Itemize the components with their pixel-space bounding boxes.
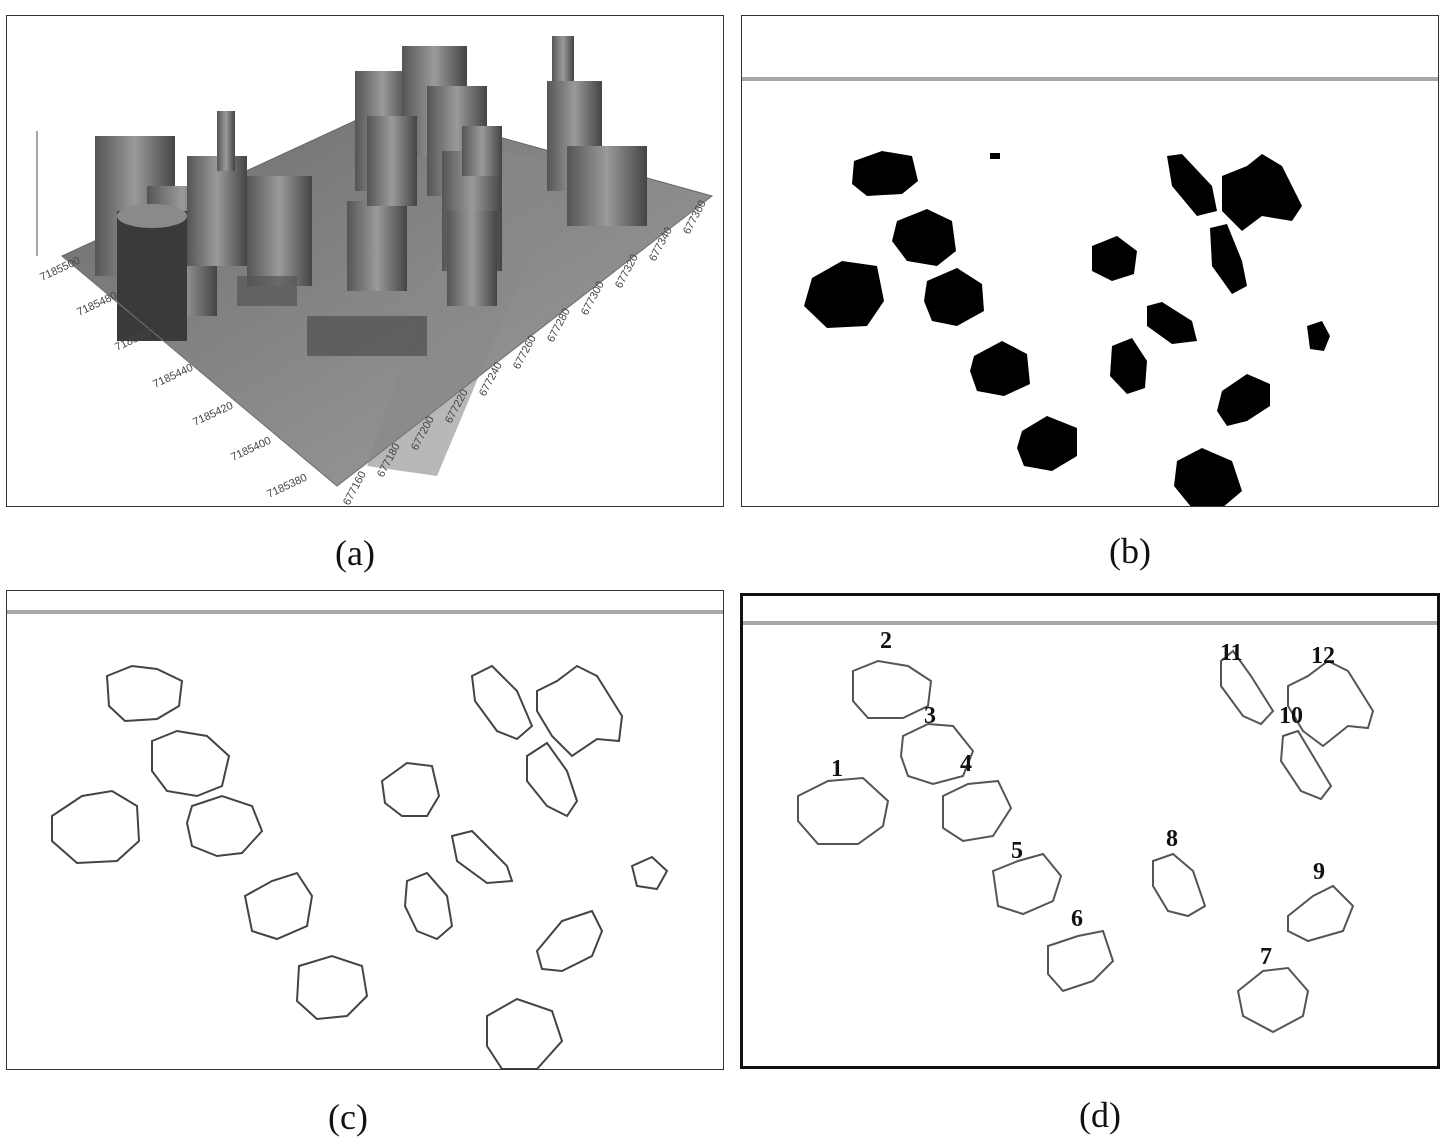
outline — [51, 789, 141, 865]
label-1: 1 — [831, 756, 843, 782]
mask-blob — [1217, 374, 1270, 426]
mask-blob — [852, 151, 918, 196]
mask-speck — [990, 153, 1000, 159]
mask-blob — [924, 268, 984, 326]
panel-a-3d-surface: 7185500 7185480 7185460 7185440 7185420 … — [6, 15, 724, 507]
outline-image — [7, 610, 723, 1069]
outline — [450, 829, 514, 885]
label-4: 4 — [960, 751, 972, 777]
outline — [630, 855, 669, 891]
outline-labels: 1 2 3 4 5 6 7 8 9 10 11 12 — [831, 628, 1335, 970]
outline-3 — [899, 722, 975, 786]
mask-blob — [1092, 236, 1137, 281]
outline-2 — [852, 659, 933, 719]
mask-blob — [1167, 154, 1217, 216]
outline — [243, 871, 314, 941]
y-tick: 7185500 — [38, 255, 82, 284]
outline — [536, 664, 624, 758]
label-6: 6 — [1071, 906, 1083, 932]
outline — [470, 664, 534, 741]
outline-12 — [1287, 659, 1375, 748]
outline-8 — [1152, 852, 1207, 918]
outline-5 — [991, 852, 1063, 916]
mask-blob — [804, 261, 884, 328]
outline-11 — [1220, 649, 1275, 726]
road — [367, 146, 567, 476]
label-3: 3 — [924, 703, 936, 729]
outline — [295, 954, 369, 1021]
label-9: 9 — [1313, 859, 1325, 885]
outline — [535, 909, 604, 973]
outline — [151, 729, 231, 798]
mask-blob — [1017, 416, 1077, 471]
outline-9 — [1287, 884, 1355, 943]
caption-b: (b) — [1109, 531, 1151, 571]
outline-7 — [1236, 966, 1310, 1034]
outline — [526, 741, 579, 818]
caption-c: (c) — [328, 1097, 368, 1137]
y-tick: 7185380 — [265, 472, 309, 501]
label-5: 5 — [1011, 838, 1023, 864]
panel-d-labelled-outlines: 1 2 3 4 5 6 7 8 9 10 11 12 — [740, 593, 1440, 1069]
labelled-outline-image: 1 2 3 4 5 6 7 8 9 10 11 12 — [743, 621, 1437, 1034]
y-tick: 7185400 — [229, 435, 273, 464]
y-tick: 7185420 — [191, 400, 235, 429]
outline-6 — [1047, 929, 1115, 993]
label-12: 12 — [1311, 643, 1335, 669]
mask-blob — [1110, 338, 1147, 394]
mask-blob — [1307, 321, 1330, 351]
building-outlines — [51, 664, 669, 1069]
outline — [185, 794, 264, 858]
mask-blob — [1147, 302, 1197, 344]
outline — [403, 871, 454, 941]
outline-1 — [797, 776, 890, 845]
mask-blob — [1174, 448, 1242, 506]
mask-blob — [1222, 154, 1302, 231]
mask-blob — [1210, 224, 1247, 294]
label-2: 2 — [880, 628, 892, 654]
label-11: 11 — [1220, 640, 1243, 666]
caption-a: (a) — [335, 533, 375, 573]
panel-c-outlines — [6, 590, 724, 1070]
label-8: 8 — [1166, 826, 1178, 852]
panel-b-binary-mask — [741, 15, 1439, 507]
y-tick: 7185480 — [75, 290, 119, 319]
outline — [380, 761, 441, 817]
outline — [486, 997, 564, 1069]
y-tick: 7185440 — [151, 362, 195, 391]
outline-4 — [942, 779, 1013, 843]
label-7: 7 — [1260, 944, 1272, 970]
surface-3d-render: 7185500 7185480 7185460 7185440 7185420 … — [36, 36, 714, 506]
buildings-3d — [95, 36, 647, 356]
mask-blob — [892, 209, 956, 266]
caption-d: (d) — [1079, 1095, 1121, 1135]
outline — [105, 664, 184, 723]
outline-10 — [1279, 729, 1333, 801]
mask-image — [742, 77, 1438, 506]
mask-blob — [970, 341, 1030, 396]
building-masks — [804, 151, 1330, 506]
label-10: 10 — [1279, 703, 1303, 729]
labelled-outlines — [797, 649, 1375, 1034]
